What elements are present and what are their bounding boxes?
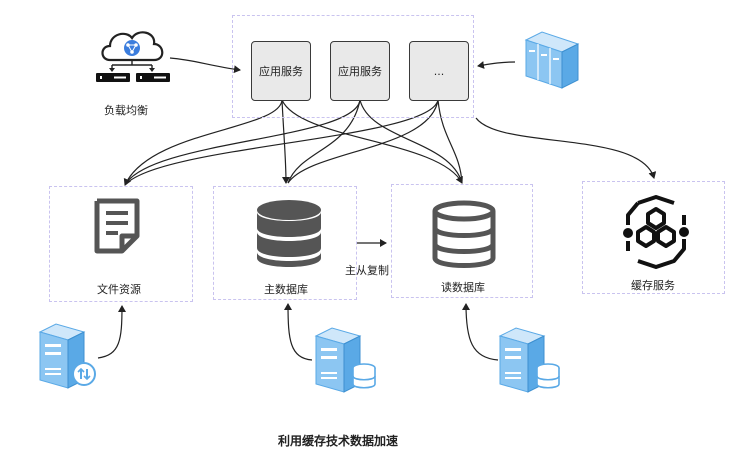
load-balancer-cloud-icon bbox=[96, 31, 170, 82]
app-service-box-1: 应用服务 bbox=[251, 41, 311, 101]
file-resource-label: 文件资源 bbox=[97, 283, 141, 296]
arrow-to-cache bbox=[475, 117, 657, 179]
cache-service-frame bbox=[582, 181, 725, 294]
master-db-frame bbox=[213, 186, 357, 300]
read-db-frame bbox=[391, 184, 533, 298]
document-icon bbox=[94, 198, 140, 254]
database-icon bbox=[257, 200, 321, 267]
diagram-caption: 利用缓存技术数据加速 bbox=[278, 434, 399, 448]
arrow-rack-to-services bbox=[477, 61, 516, 69]
db-server-icon bbox=[314, 327, 376, 393]
master-db-label: 主数据库 bbox=[264, 283, 308, 296]
db-server-icon bbox=[498, 327, 560, 393]
app-service-label: ... bbox=[433, 64, 445, 78]
cache-service-label: 缓存服务 bbox=[631, 279, 675, 292]
arrow-lb-to-services bbox=[169, 57, 241, 74]
arrow-dbserver2-up bbox=[462, 303, 499, 361]
read-db-label: 读数据库 bbox=[441, 281, 485, 294]
load-balancer-label: 负载均衡 bbox=[104, 104, 148, 117]
arrow-dbserver1-up bbox=[284, 303, 313, 361]
file-resource-frame bbox=[49, 186, 193, 302]
server-rack-icon bbox=[524, 31, 580, 89]
cache-hexagon-icon bbox=[623, 195, 689, 269]
app-service-box-2: 应用服务 bbox=[330, 41, 390, 101]
arrow-fileserver-up bbox=[97, 305, 126, 359]
app-service-label: 应用服务 bbox=[338, 65, 382, 78]
app-service-box-3: ... bbox=[409, 41, 469, 101]
service-group-frame bbox=[232, 15, 474, 118]
database-outline-icon bbox=[432, 200, 496, 268]
file-server-icon bbox=[38, 323, 96, 389]
replication-label: 主从复制 bbox=[345, 264, 389, 277]
app-service-label: 应用服务 bbox=[259, 65, 303, 78]
